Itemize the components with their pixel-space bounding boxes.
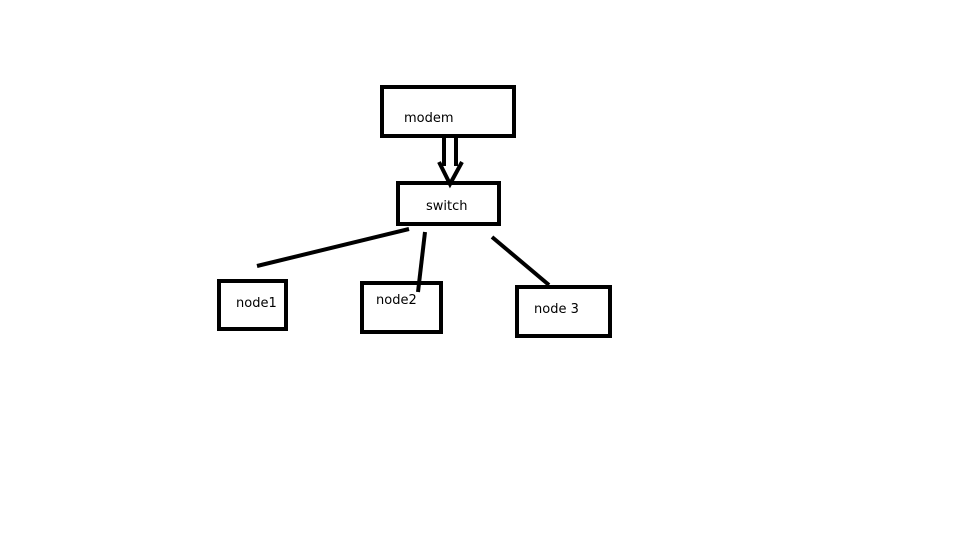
- node1-box: [217, 279, 288, 331]
- modem-label: modem: [404, 111, 454, 126]
- modem-node: modem: [380, 85, 516, 138]
- node3-box: [515, 285, 612, 338]
- switch-to-node3-link: [490, 235, 551, 287]
- node2-node: node2: [360, 281, 443, 334]
- node3-node: node 3: [515, 285, 612, 338]
- modem-to-switch-arrow: [437, 138, 464, 189]
- arrow-head: [437, 161, 464, 189]
- node1-label: node1: [236, 296, 277, 311]
- node3-label: node 3: [534, 302, 579, 317]
- node2-box: [360, 281, 443, 334]
- switch-to-node1-link: [256, 227, 410, 268]
- switch-box: [396, 181, 501, 226]
- node1-node: node1: [217, 279, 288, 331]
- node2-label: node2: [376, 293, 417, 308]
- switch-node: switch: [396, 181, 501, 226]
- modem-box: [380, 85, 516, 138]
- switch-label: switch: [426, 199, 468, 214]
